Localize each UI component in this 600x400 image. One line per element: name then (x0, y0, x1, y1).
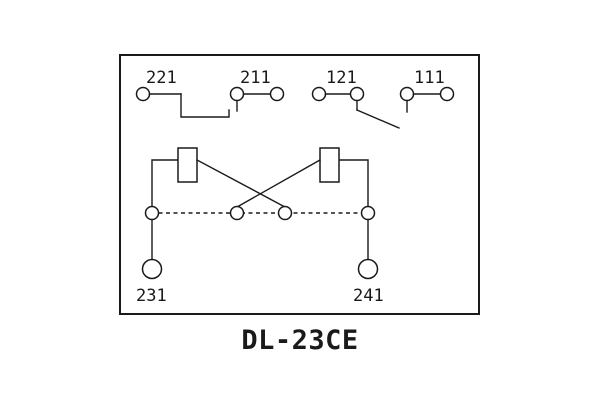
terminal-label-211: 211 (240, 68, 271, 88)
contact-group-121-111: 121 111 (311, 68, 455, 129)
terminal-circle-231 (141, 258, 163, 280)
terminal-label-221: 221 (146, 68, 177, 88)
linkage-node-mid-left (229, 205, 245, 221)
linkage-node-mid-right (277, 205, 293, 221)
contact-blade-left (180, 93, 230, 118)
model-label: DL-23CE (241, 325, 358, 356)
wire-right-branch (338, 159, 369, 208)
terminal-circle-241 (357, 258, 379, 280)
terminal-circle-111-b (439, 86, 455, 102)
cross-wire-left (196, 159, 286, 208)
terminal-label-241: 241 (353, 286, 384, 306)
wire-left-branch (151, 159, 179, 208)
terminal-circle-211-a (229, 86, 245, 102)
coil-section (144, 147, 376, 221)
cross-wire-right (236, 159, 321, 208)
terminal-circle-121-b (349, 86, 365, 102)
terminal-circle-211-b (269, 86, 285, 102)
bottom-terminals: 231 241 (136, 218, 384, 306)
contact-group-221-211: 221 211 (135, 68, 285, 118)
linkage-node-right (360, 205, 376, 221)
terminal-circle-111-a (399, 86, 415, 102)
coil-right (319, 147, 340, 183)
terminal-circle-121-a (311, 86, 327, 102)
contact-blade-right (356, 109, 400, 129)
terminal-label-111: 111 (414, 68, 445, 88)
coil-left (177, 147, 198, 183)
terminal-label-121: 121 (326, 68, 357, 88)
terminal-label-231: 231 (136, 286, 167, 306)
linkage-node-left (144, 205, 160, 221)
diagram-border (119, 54, 480, 315)
terminal-circle-221 (135, 86, 151, 102)
